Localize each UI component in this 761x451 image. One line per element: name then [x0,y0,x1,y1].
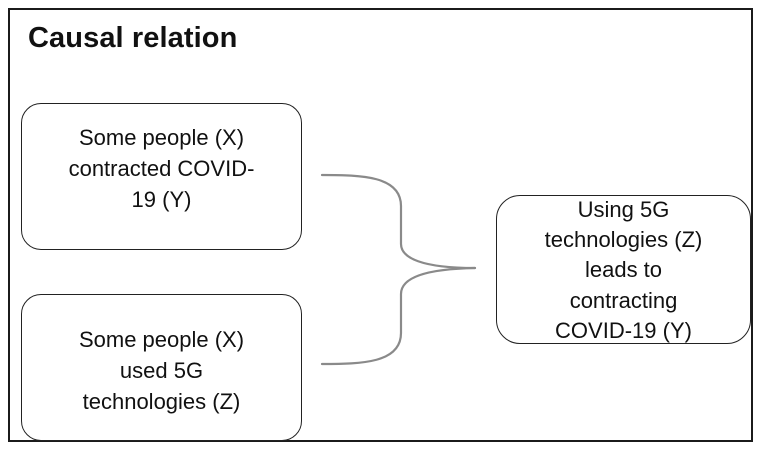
premise-text-covid: Some people (X) contracted COVID- 19 (Y) [68,125,255,212]
conclusion-box: Using 5G technologies (Z) leads to contr… [496,195,751,344]
premise-text-5g: Some people (X) used 5G technologies (Z) [78,327,245,414]
premise-box-5g: Some people (X) used 5G technologies (Z) [21,294,302,441]
premise-box-covid: Some people (X) contracted COVID- 19 (Y) [21,103,302,250]
diagram-title: Causal relation [28,22,238,54]
conclusion-text: Using 5G technologies (Z) leads to contr… [544,197,703,343]
